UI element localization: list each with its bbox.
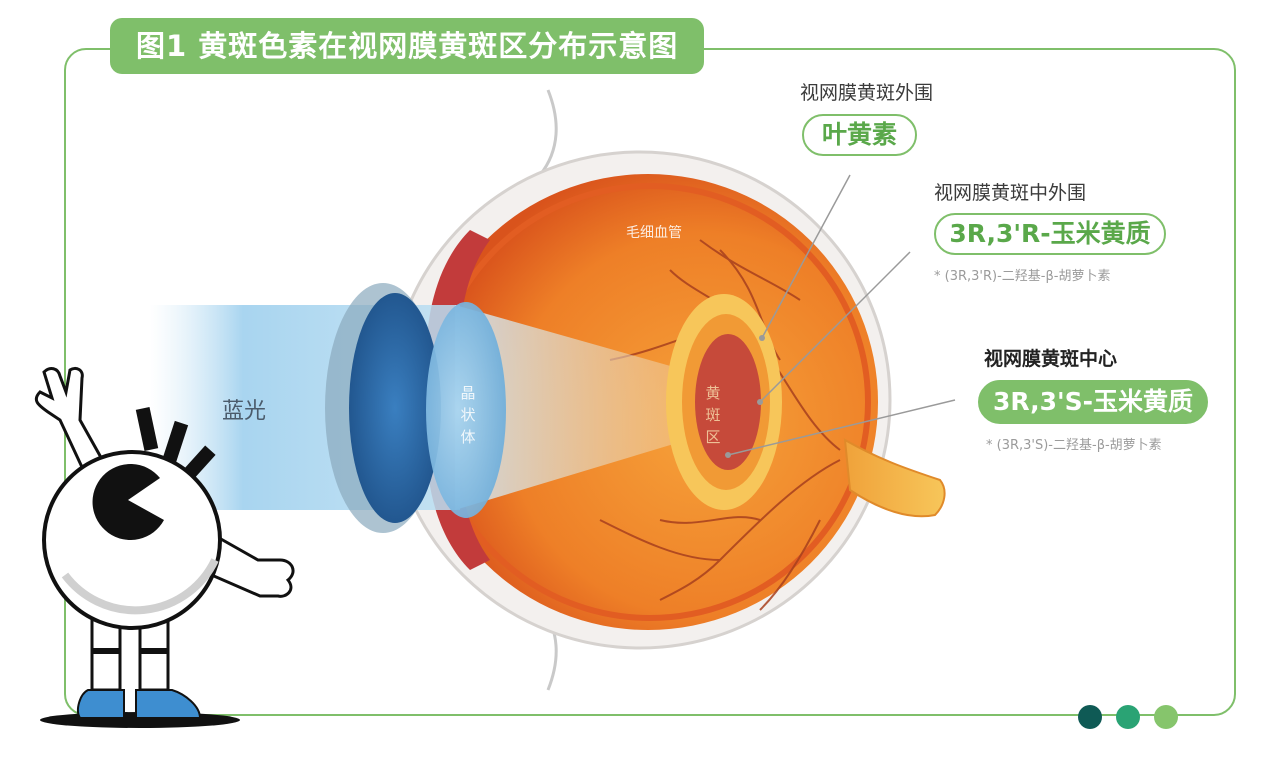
leader-middle — [759, 251, 911, 403]
eyeball-mascot-icon — [34, 366, 295, 728]
leader-outer — [761, 174, 851, 339]
leader-outer-dot — [759, 335, 765, 341]
dot-mid — [1116, 705, 1140, 729]
leader-middle-dot — [757, 399, 763, 405]
blue-light-label: 蓝光 — [222, 399, 267, 424]
macula-label-1: 黄 — [705, 384, 721, 402]
leader-center — [727, 399, 956, 456]
dot-light — [1154, 705, 1178, 729]
lens-label-2: 状 — [460, 406, 476, 424]
macula-center — [695, 334, 761, 470]
optic-nerve — [843, 438, 946, 518]
middle-region-label: 视网膜黄斑中外围 — [934, 182, 1087, 204]
dot-dark — [1078, 705, 1102, 729]
middle-pigment-badge: 3R,3'R-玉米黄质 — [934, 213, 1166, 255]
lens — [426, 302, 506, 518]
center-pigment-note: * (3R,3'S)-二羟基-β-胡萝卜素 — [986, 438, 1162, 453]
center-region-label: 视网膜黄斑中心 — [984, 348, 1118, 370]
lens-label: 晶 状 体 — [456, 382, 480, 448]
macula-label-2: 斑 — [705, 406, 721, 424]
lens-label-1: 晶 — [460, 384, 476, 402]
capillaries-label: 毛细血管 — [626, 225, 682, 241]
leader-center-dot — [725, 452, 731, 458]
lens-label-3: 体 — [460, 428, 476, 446]
outer-pigment-badge: 叶黄素 — [802, 114, 917, 156]
decorative-dots — [1078, 705, 1178, 729]
middle-pigment-note: * (3R,3'R)-二羟基-β-胡萝卜素 — [934, 269, 1111, 284]
outer-region-label: 视网膜黄斑外围 — [800, 82, 934, 104]
macula-label-3: 区 — [705, 428, 721, 446]
macula-label: 黄 斑 区 — [701, 382, 725, 448]
light-cone — [455, 305, 720, 510]
iris — [349, 293, 441, 523]
figure-title: 图1 黄斑色素在视网膜黄斑区分布示意图 — [110, 18, 705, 74]
center-pigment-badge: 3R,3'S-玉米黄质 — [978, 380, 1208, 424]
